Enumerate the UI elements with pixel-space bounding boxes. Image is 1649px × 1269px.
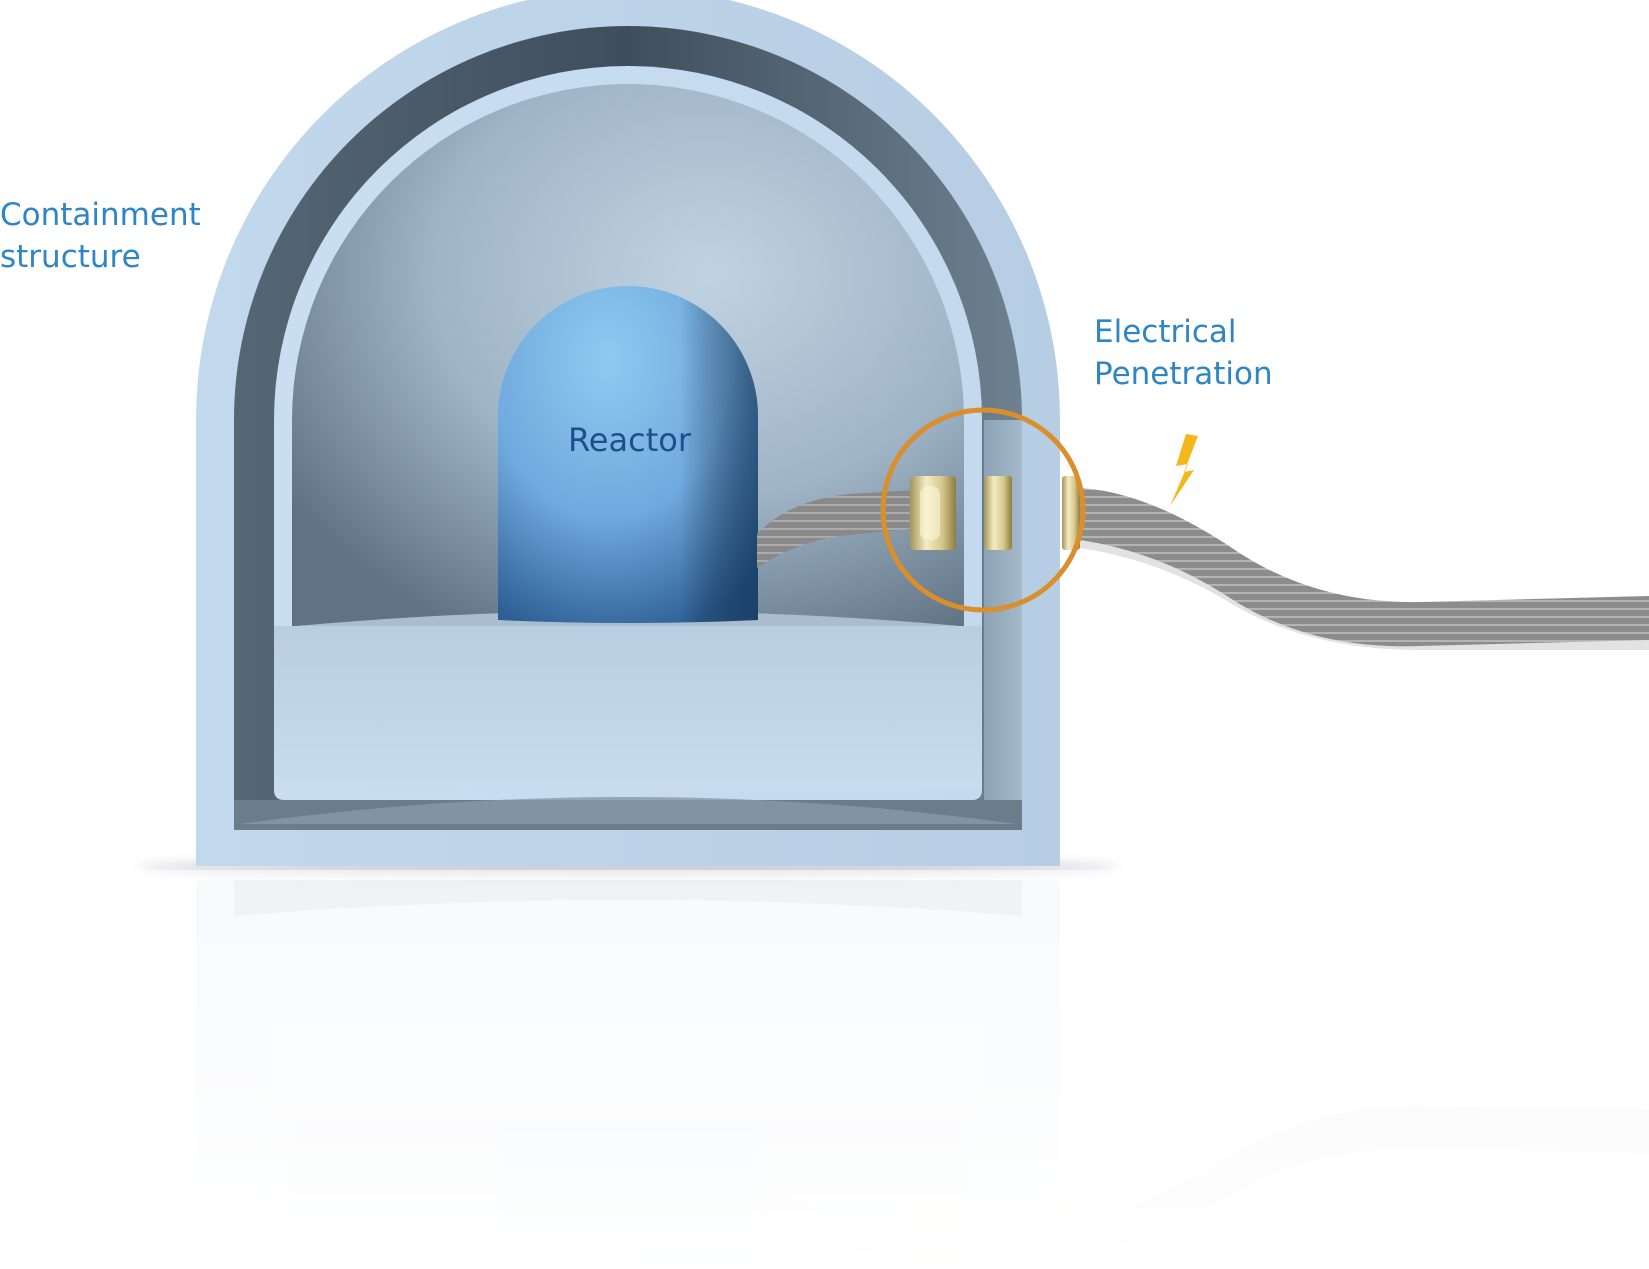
containment-structure (196, 0, 1060, 866)
lightning-bolt-icon (1170, 434, 1198, 506)
containment-label: Containment structure (0, 194, 201, 278)
containment-label-line2: structure (0, 239, 141, 275)
reactor-label-text: Reactor (568, 421, 691, 459)
penetration-bushings (910, 476, 1080, 550)
bushing-middle (984, 476, 1012, 550)
containment-label-line1: Containment (0, 197, 201, 233)
floor-slab (274, 626, 982, 790)
reflection-fade (0, 870, 1649, 1269)
electrical-penetration-label: Electrical Penetration (1094, 311, 1273, 395)
outer-cable (1080, 488, 1649, 650)
bushing-outer (1062, 476, 1080, 550)
inner-cable (757, 490, 920, 568)
reactor-label: Reactor (568, 419, 691, 461)
electrical-label-line1: Electrical (1094, 314, 1237, 350)
highlight-circle-icon (880, 407, 1086, 613)
reactor (498, 286, 758, 623)
electrical-label-line2: Penetration (1094, 356, 1273, 392)
